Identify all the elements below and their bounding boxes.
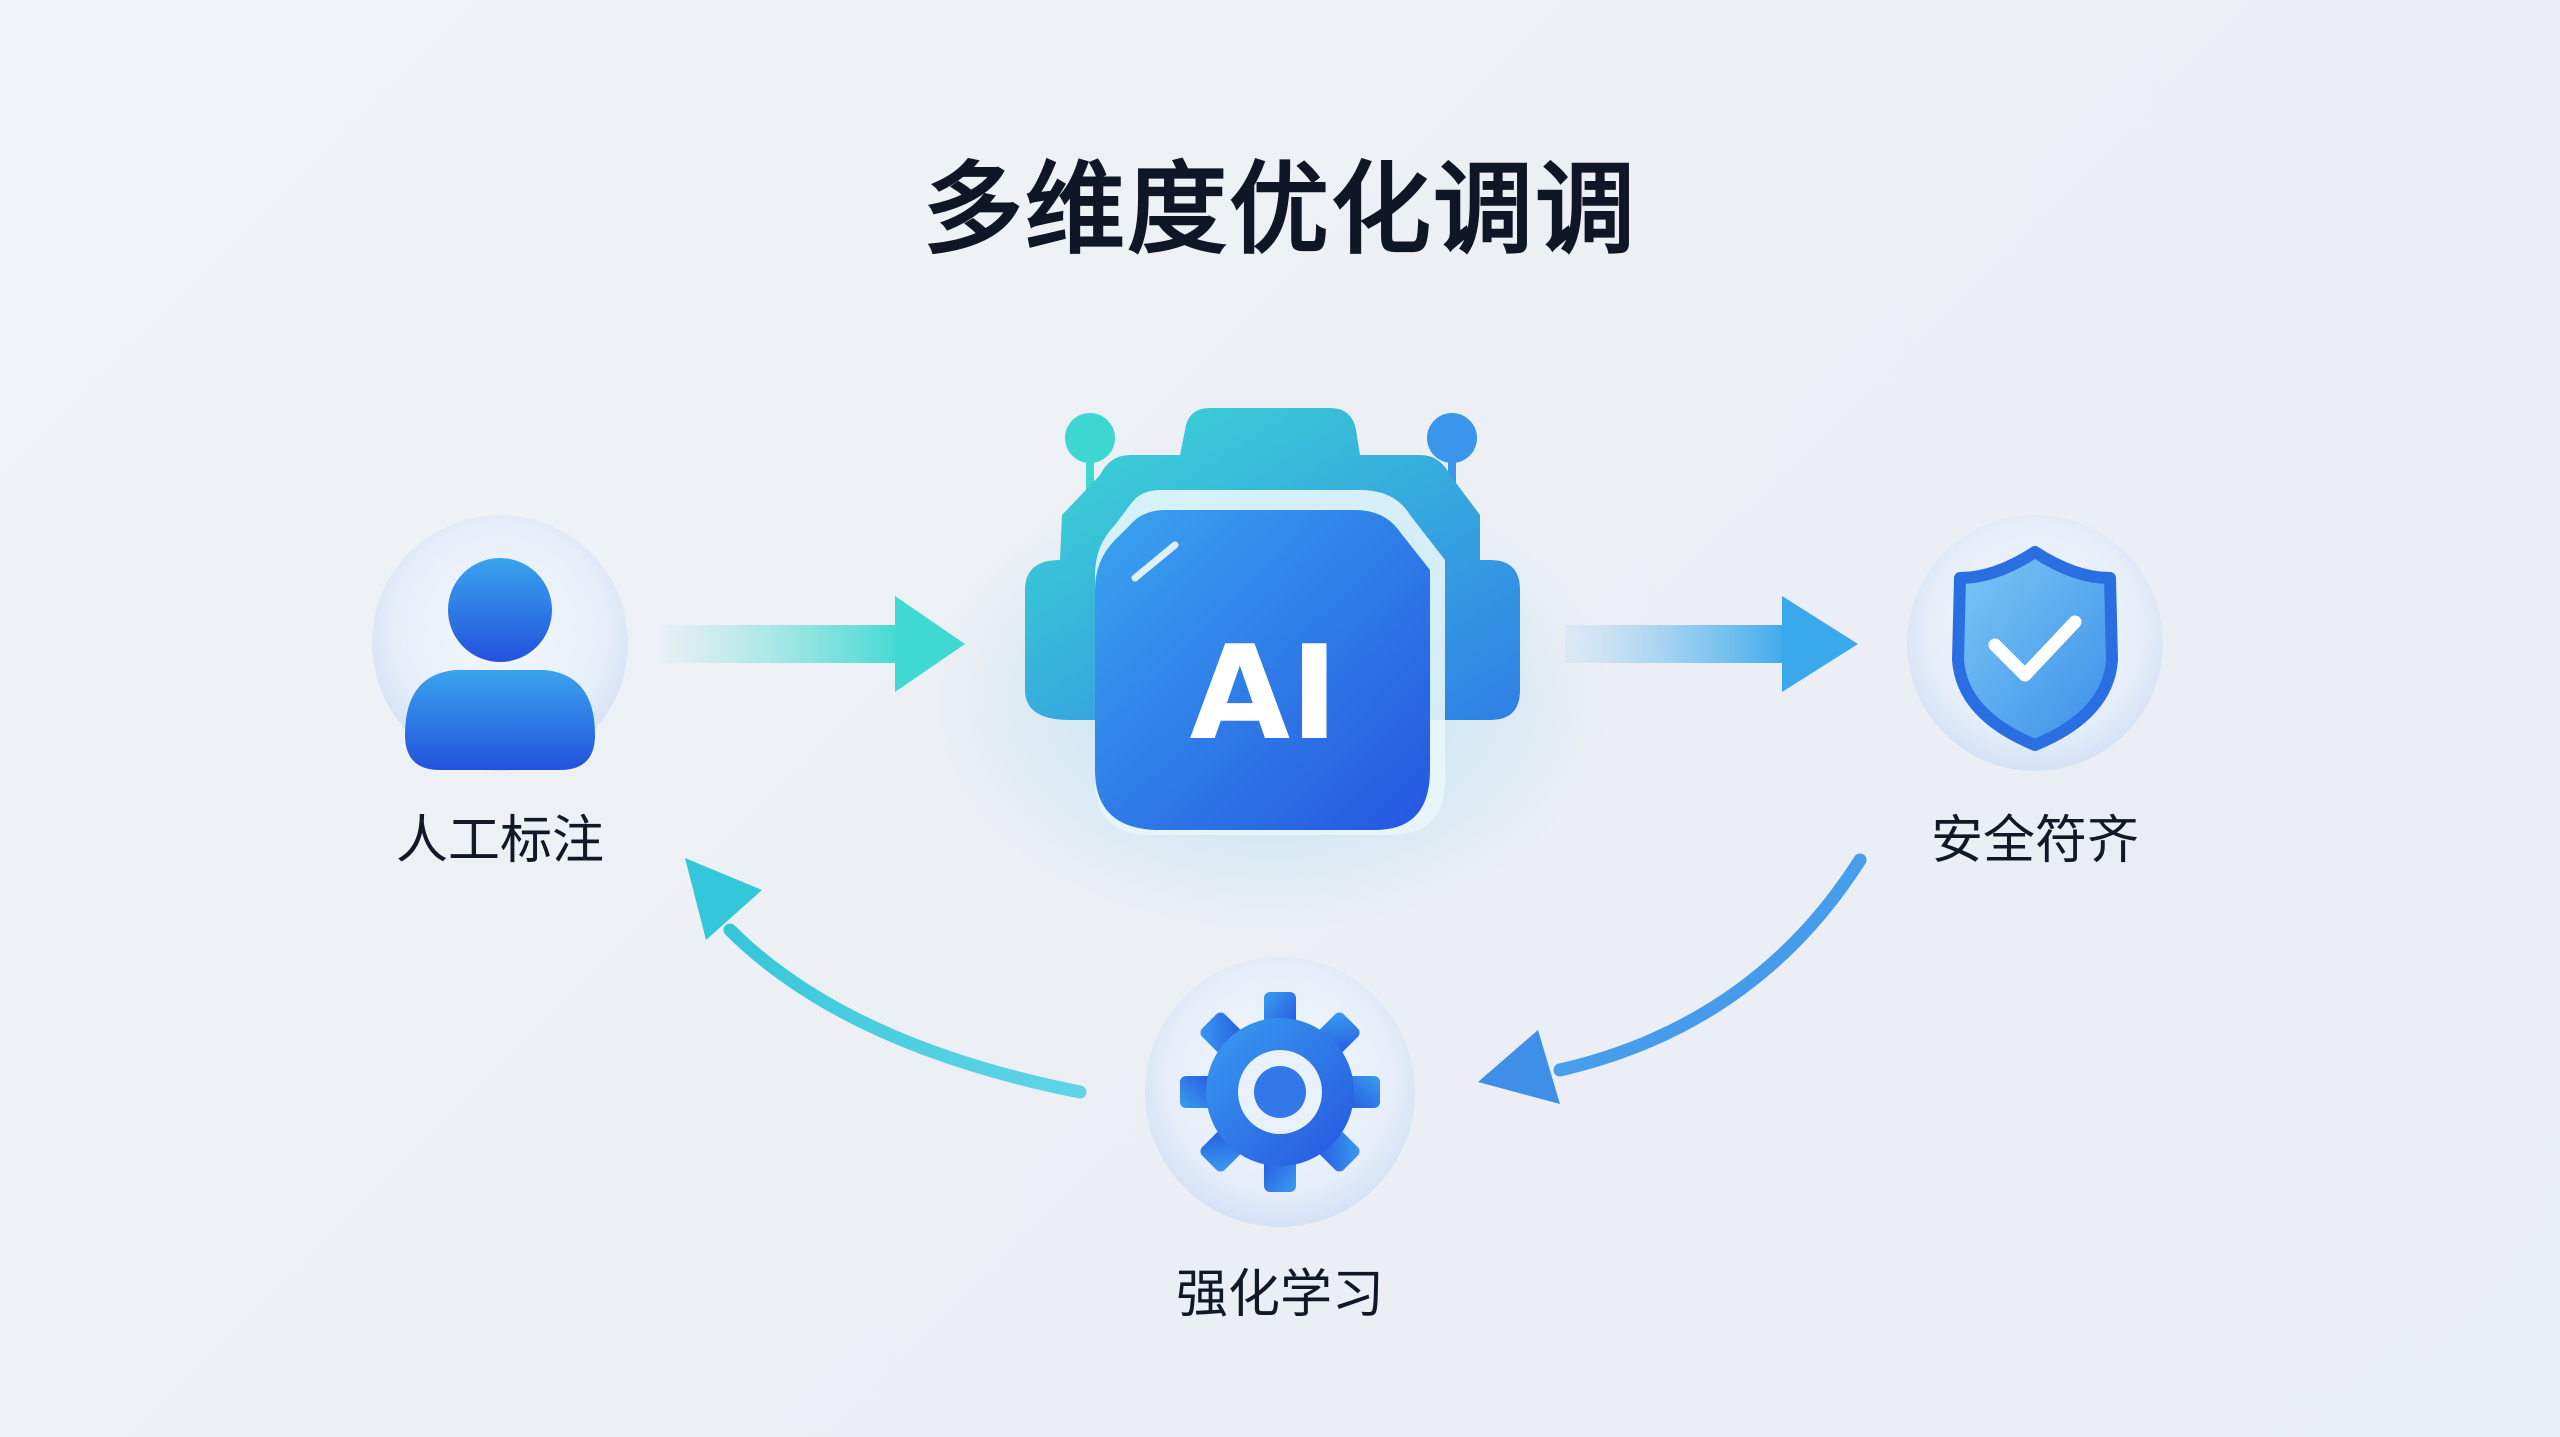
safety-label: 安全符齐 xyxy=(1930,811,2139,871)
safety-node xyxy=(1907,515,2163,771)
shield-check-icon xyxy=(1952,546,2118,751)
user-icon xyxy=(405,558,595,770)
gear-icon xyxy=(1180,992,1380,1192)
arrow-safety-to-rl xyxy=(1478,853,1867,1104)
annotation-label: 人工标注 xyxy=(395,811,604,871)
arrow-ai-to-safety xyxy=(1565,596,1858,692)
rl-label: 强化学习 xyxy=(1175,1265,1384,1325)
rl-node xyxy=(1145,957,1415,1227)
robot-ai-icon xyxy=(1025,408,1520,835)
page-title: 多维度优化调调 xyxy=(923,151,1637,268)
ai-text: AI xyxy=(1190,617,1339,769)
arrow-annotation-to-ai xyxy=(660,596,965,692)
annotation-node xyxy=(372,515,628,771)
arrow-rl-to-annotation xyxy=(685,858,1087,1099)
